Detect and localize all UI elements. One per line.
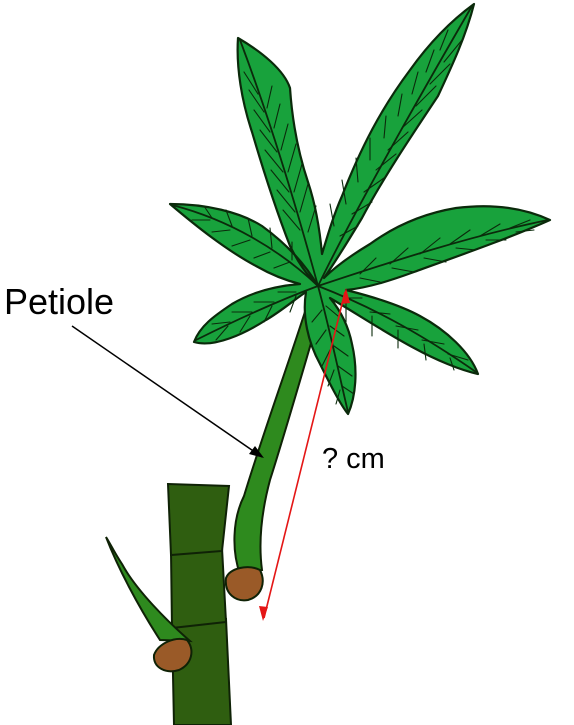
measurement-label: ? cm [322,443,385,475]
measure-arrowhead-bottom [259,606,268,621]
pointer-arrowhead [249,446,264,458]
petiole-label: Petiole [4,281,114,322]
stem-middle-segment [169,546,228,630]
midrib-bottom-lobe [317,285,349,413]
midrib-lower-right-lobe [317,285,477,373]
midrib-top-right-lobe [317,5,473,287]
pointer-line [71,325,263,458]
midrib-top-left-lobe [239,39,319,287]
measure-arrowhead-top [341,288,350,304]
main-stem [166,482,233,725]
midrib-left-lobe [171,204,319,287]
midrib-right-lobe [317,219,549,287]
upper-node-scar [224,566,264,602]
side-veins [191,29,535,405]
length-measurement [259,288,350,621]
stem-upper-segment [166,482,231,557]
measure-line [263,291,346,619]
leaf-blade [168,2,552,416]
lower-node-scar [152,638,193,673]
petiole-pointer [71,325,264,458]
midrib-lower-left-lobe [195,285,319,341]
main-petiole [233,288,328,576]
lower-petiole-stub [105,536,193,643]
